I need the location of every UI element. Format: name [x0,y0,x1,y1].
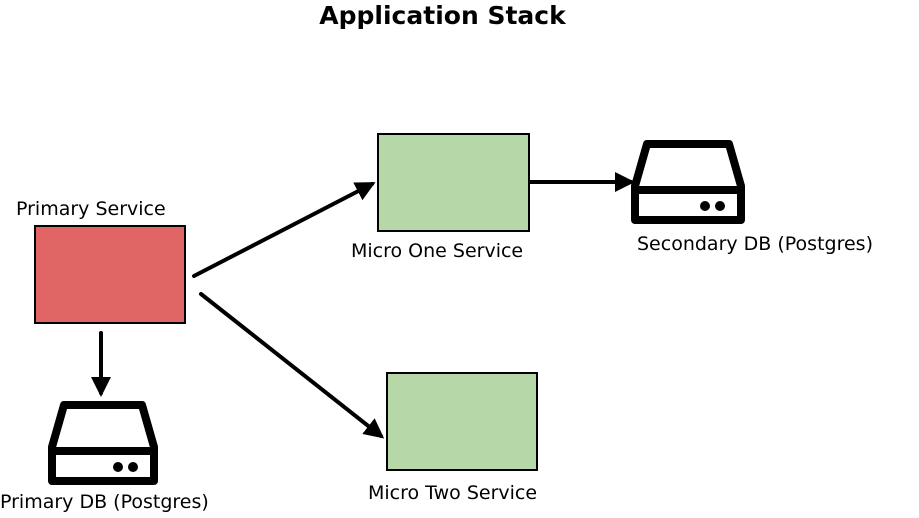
primary-service-label: Primary Service [16,198,166,220]
database-drive-icon[interactable] [48,397,158,489]
secondary-db-label: Secondary DB (Postgres) [637,233,873,255]
diagram-title: Application Stack [319,1,566,30]
database-drive-icon[interactable] [631,136,745,228]
primary-db-label: Primary DB (Postgres) [0,491,209,513]
micro-one-service-box[interactable] [377,133,530,232]
micro-two-service-label: Micro Two Service [368,482,538,504]
micro-one-service-label: Micro One Service [351,240,524,262]
micro-two-service-box[interactable] [386,372,538,471]
arrow-primary-to-micro-one [192,182,376,278]
primary-service-box[interactable] [34,225,186,324]
arrow-primary-to-micro-two [199,292,385,439]
